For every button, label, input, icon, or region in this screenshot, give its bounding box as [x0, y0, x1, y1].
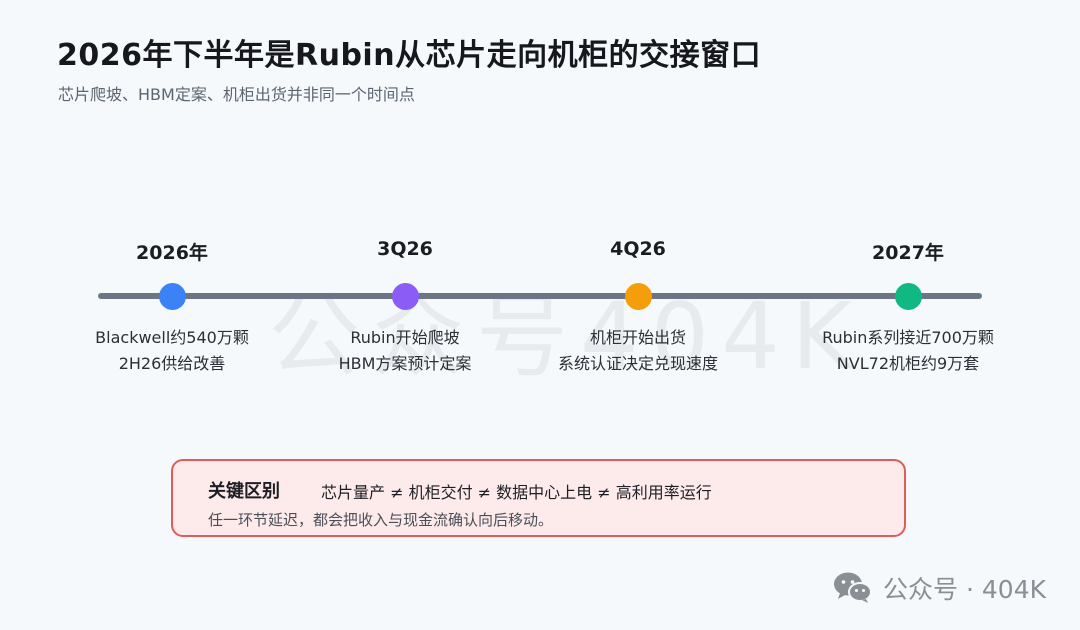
- timeline-axis: [98, 293, 982, 299]
- milestone-description-line: NVL72机柜约9万套: [836, 354, 980, 373]
- milestone-description: Rubin开始爬坡 HBM方案预计定案: [339, 325, 472, 377]
- milestone-description-line: 机柜开始出货: [589, 328, 687, 347]
- callout-equation: 芯片量产 ≠ 机柜交付 ≠ 数据中心上电 ≠ 高利用率运行: [321, 483, 712, 502]
- footer-watermark: 公众号 · 404K: [833, 570, 1046, 606]
- milestone-description-line: Rubin系列接近700万颗: [822, 328, 994, 347]
- milestone-label: 4Q26: [610, 238, 666, 260]
- page-title: 2026年下半年是Rubin从芯片走向机柜的交接窗口: [57, 38, 762, 73]
- milestone-description-line: 2H26供给改善: [118, 354, 226, 373]
- milestone-dot: [158, 283, 186, 310]
- milestone-dot: [391, 283, 419, 310]
- milestone-label: 3Q26: [377, 238, 433, 260]
- milestone-dot: [894, 283, 922, 310]
- milestone-label: 2026年: [136, 242, 208, 264]
- key-difference-callout: 关键区别 芯片量产 ≠ 机柜交付 ≠ 数据中心上电 ≠ 高利用率运行 任一环节延…: [171, 459, 906, 537]
- background-watermark: 公众号404K: [268, 283, 864, 390]
- milestone-label: 2027年: [872, 242, 944, 264]
- callout-note: 任一环节延迟，都会把收入与现金流确认向后移动。: [208, 511, 554, 529]
- milestone-description: Rubin系列接近700万颗 NVL72机柜约9万套: [822, 325, 994, 377]
- wechat-icon: [834, 572, 873, 603]
- milestone-dot: [624, 283, 652, 310]
- milestone-description-line: Rubin开始爬坡: [350, 328, 460, 347]
- milestone-description: Blackwell约540万颗 2H26供给改善: [95, 325, 249, 377]
- callout-heading: 关键区别: [208, 481, 280, 502]
- page-subtitle: 芯片爬坡、HBM定案、机柜出货并非同一个时间点: [58, 85, 415, 104]
- milestone-description-line: 系统认证决定兑现速度: [557, 354, 719, 373]
- milestone-description: 机柜开始出货 系统认证决定兑现速度: [558, 325, 718, 377]
- milestone-description-line: Blackwell约540万颗: [95, 328, 249, 347]
- milestone-description-line: HBM方案预计定案: [338, 354, 472, 373]
- footer-watermark-text: 公众号 · 404K: [883, 575, 1046, 604]
